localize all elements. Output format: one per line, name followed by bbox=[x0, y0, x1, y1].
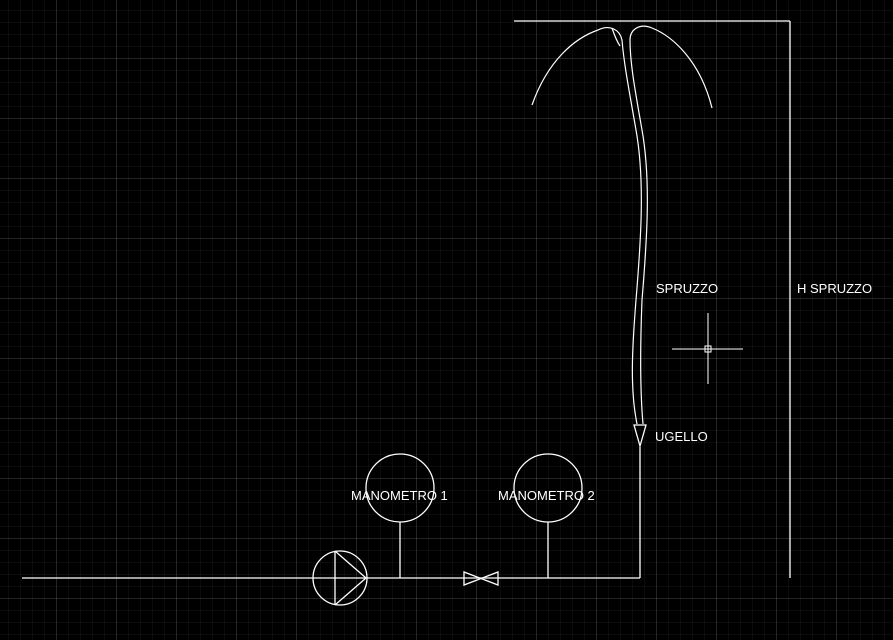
nozzle-label: UGELLO bbox=[655, 429, 708, 444]
spray-height-dimension bbox=[514, 20, 791, 578]
spray-jet bbox=[531, 25, 713, 425]
spray-label: SPRUZZO bbox=[656, 281, 719, 296]
manometer-2-symbol[interactable] bbox=[513, 453, 583, 578]
manometer-2-label: MANOMETRO 2 bbox=[498, 488, 595, 503]
manometer-1-label: MANOMETRO 1 bbox=[351, 488, 448, 503]
crosshair-cursor-icon bbox=[672, 313, 743, 384]
valve-icon[interactable] bbox=[463, 571, 499, 586]
nozzle-symbol[interactable] bbox=[633, 424, 647, 449]
spray-height-label: H SPRUZZO bbox=[797, 281, 873, 296]
manometer-1-symbol[interactable] bbox=[365, 453, 435, 578]
pump-icon[interactable] bbox=[312, 550, 368, 606]
